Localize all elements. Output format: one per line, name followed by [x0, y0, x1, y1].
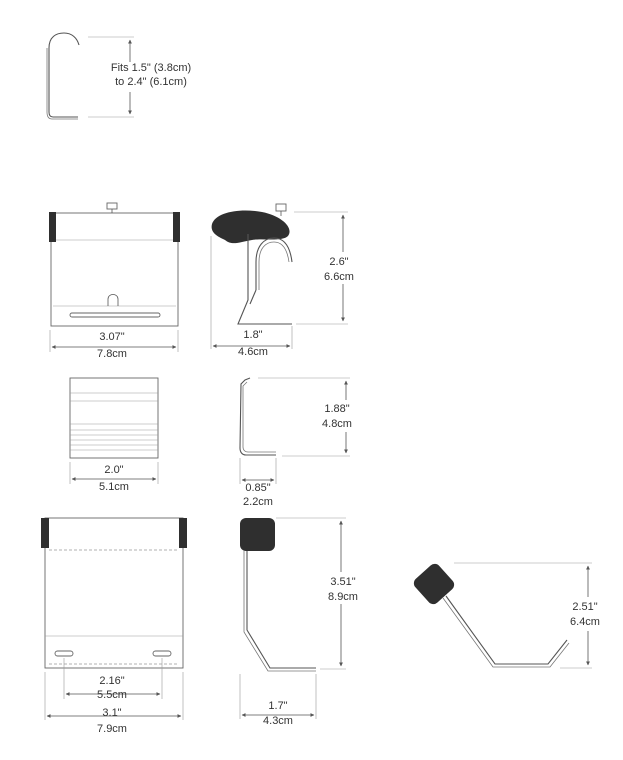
view-b-front-drawing: [69, 377, 159, 459]
hook-fit-dimension: Fits 1.5" (3.8cm) to 2.4" (6.1cm): [88, 36, 191, 118]
view-c-hole-cm: 5.5cm: [97, 689, 127, 701]
view-c-rotated-drawing: [413, 563, 570, 668]
view-b-side-drawing: [239, 377, 276, 456]
view-c-height-cm: 8.9cm: [328, 591, 358, 603]
view-a-height-in: 2.6": [329, 256, 348, 268]
view-b-depth-in: 0.85": [245, 482, 270, 494]
view-c-width-in: 3.1": [102, 707, 121, 719]
view-c-side-drawing: [240, 518, 316, 672]
view-b-depth-cm: 2.2cm: [243, 496, 273, 508]
view-c-width-dimension: 3.1" 7.9cm: [44, 672, 184, 735]
view-c-hole-in: 2.16": [99, 675, 124, 687]
view-c-depth-in: 1.7": [268, 700, 287, 712]
view-c-rotated-in: 2.51": [572, 601, 597, 613]
view-b-width-cm: 5.1cm: [99, 481, 129, 493]
view-b-height-in: 1.88": [324, 403, 349, 415]
view-a-height-cm: 6.6cm: [324, 271, 354, 283]
view-b-width-dimension: 2.0" 5.1cm: [69, 462, 159, 493]
view-c-front-drawing: [41, 517, 187, 669]
view-a-front-drawing: [49, 202, 180, 327]
view-b-height-cm: 4.8cm: [322, 418, 352, 430]
view-c-height-dimension: 3.51" 8.9cm: [276, 517, 358, 670]
view-a-side-drawing: [211, 203, 293, 325]
view-c-hole-dimension: 2.16" 5.5cm: [63, 658, 163, 701]
view-c-height-in: 3.51": [330, 576, 355, 588]
view-b-width-in: 2.0": [104, 464, 123, 476]
view-c-rotated-cm: 6.4cm: [570, 616, 600, 628]
view-b-height-dimension: 1.88" 4.8cm: [258, 377, 352, 457]
view-a-width-in: 3.07": [99, 331, 124, 343]
view-a-depth-dimension: 1.8" 4.6cm: [210, 236, 293, 358]
view-c-depth-dimension: 1.7" 4.3cm: [239, 674, 317, 727]
view-c-width-cm: 7.9cm: [97, 723, 127, 735]
hook-fit-line2: to 2.4" (6.1cm): [115, 76, 187, 88]
view-a-width-cm: 7.8cm: [97, 348, 127, 360]
view-b-depth-dimension: 0.85" 2.2cm: [239, 458, 277, 508]
view-a-height-dimension: 2.6" 6.6cm: [294, 211, 354, 325]
view-a-depth-in: 1.8": [243, 329, 262, 341]
view-c-rotated-dimension: 2.51" 6.4cm: [454, 562, 600, 669]
view-a-width-dimension: 3.07" 7.8cm: [49, 330, 179, 360]
hook-drawing: [46, 32, 80, 120]
view-c-depth-cm: 4.3cm: [263, 715, 293, 727]
view-a-depth-cm: 4.6cm: [238, 346, 268, 358]
hook-fit-line1: Fits 1.5" (3.8cm): [111, 62, 191, 74]
